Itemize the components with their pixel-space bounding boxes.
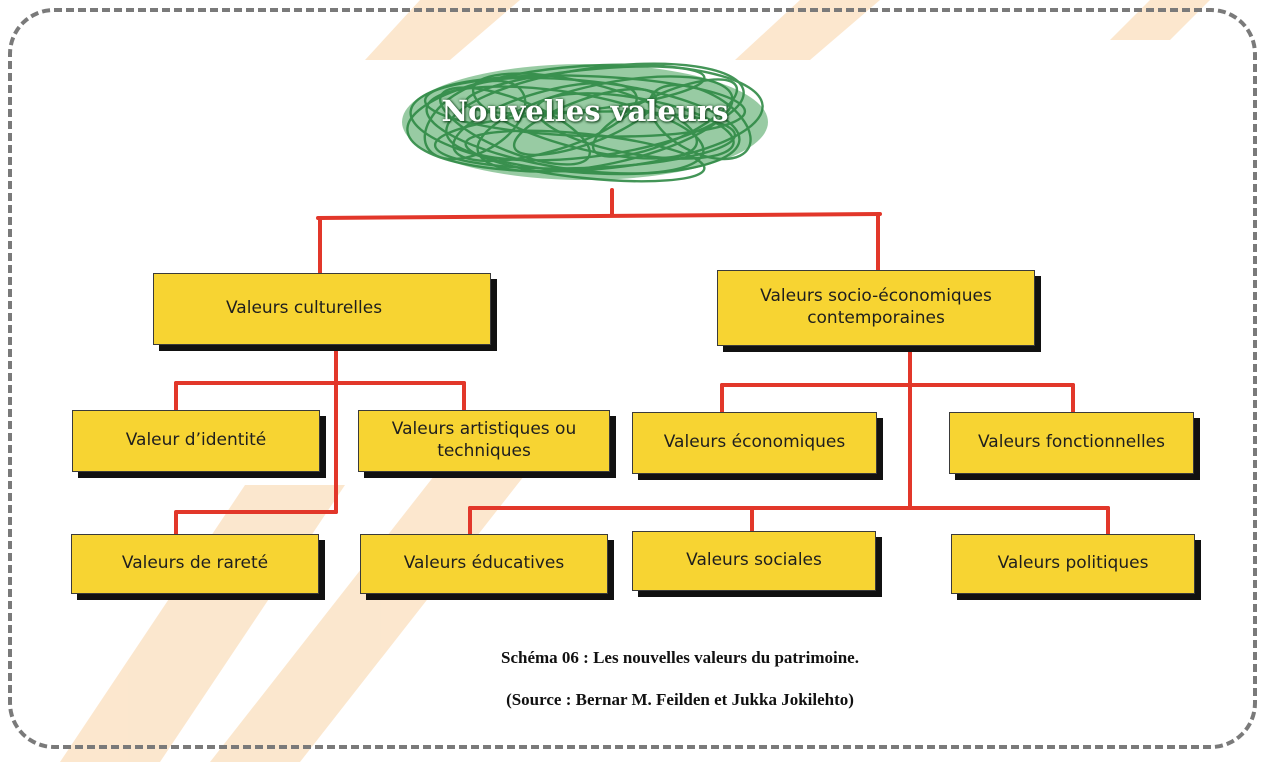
node-valeurs-rarete: Valeurs de rareté [71,534,319,594]
node-valeur-identite: Valeur d’identité [72,410,320,472]
rarete-branch-connector [174,510,338,536]
node-valeurs-sociales: Valeurs sociales [632,531,876,591]
figure-caption: Schéma 06 : Les nouvelles valeurs du pat… [501,648,859,667]
dashed-frame [8,8,1257,749]
level1-bar-connector [316,212,882,220]
node-valeurs-educatives: Valeurs éducatives [360,534,608,594]
node-valeurs-economiques: Valeurs économiques [632,412,877,474]
node-valeurs-politiques: Valeurs politiques [951,534,1195,594]
node-valeurs-socio-economiques: Valeurs socio-économiques contemporaines [717,270,1035,346]
figure-source: (Source : Bernar M. Feilden et Jukka Jok… [506,690,854,709]
scribble-cloud [402,62,768,183]
node-valeurs-fonctionnelles: Valeurs fonctionnelles [949,412,1194,474]
node-valeurs-culturelles: Valeurs culturelles [153,273,491,345]
diagram-root-title: Nouvelles valeurs [441,94,729,128]
node-valeurs-artistiques: Valeurs artistiques ou techniques [358,410,610,472]
